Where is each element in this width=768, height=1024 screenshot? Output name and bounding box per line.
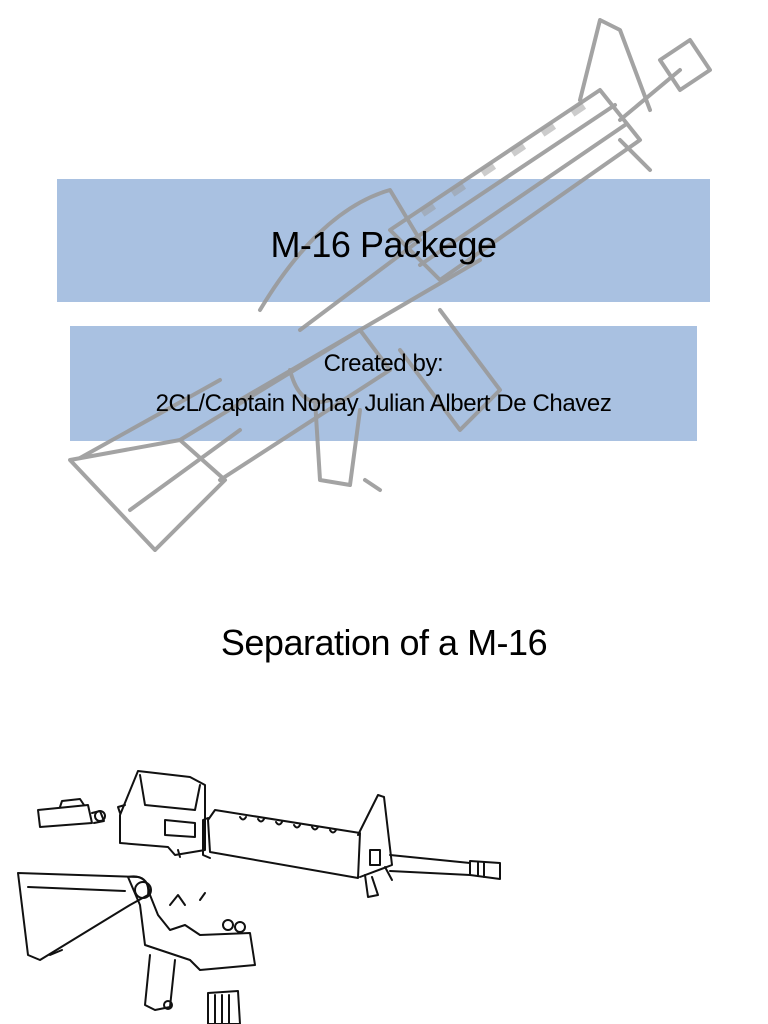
credit-banner [70, 326, 697, 441]
front-sight [357, 794, 393, 898]
barrel [389, 854, 471, 876]
author-name: 2CL/Captain Nohay Julian Albert De Chave… [155, 389, 612, 417]
title-banner [57, 179, 710, 302]
credit-label: Created by: [323, 349, 444, 377]
buttstock [17, 872, 150, 961]
flash-hider [469, 860, 501, 880]
handguard [202, 809, 361, 879]
lower-receiver [127, 875, 256, 971]
credit-block: Created by: 2CL/Captain Nohay Julian Alb… [70, 326, 697, 441]
upper-receiver [117, 770, 206, 858]
magazine [207, 990, 241, 1024]
m16-exploded-diagram-image [17, 770, 501, 1024]
pistol-grip [144, 954, 176, 1011]
section-heading: Separation of a M-16 [220, 622, 548, 663]
document-title: M-16 Packege [270, 223, 497, 265]
rifle-watermark-image [68, 18, 712, 552]
bolt-carrier-group [37, 798, 106, 828]
